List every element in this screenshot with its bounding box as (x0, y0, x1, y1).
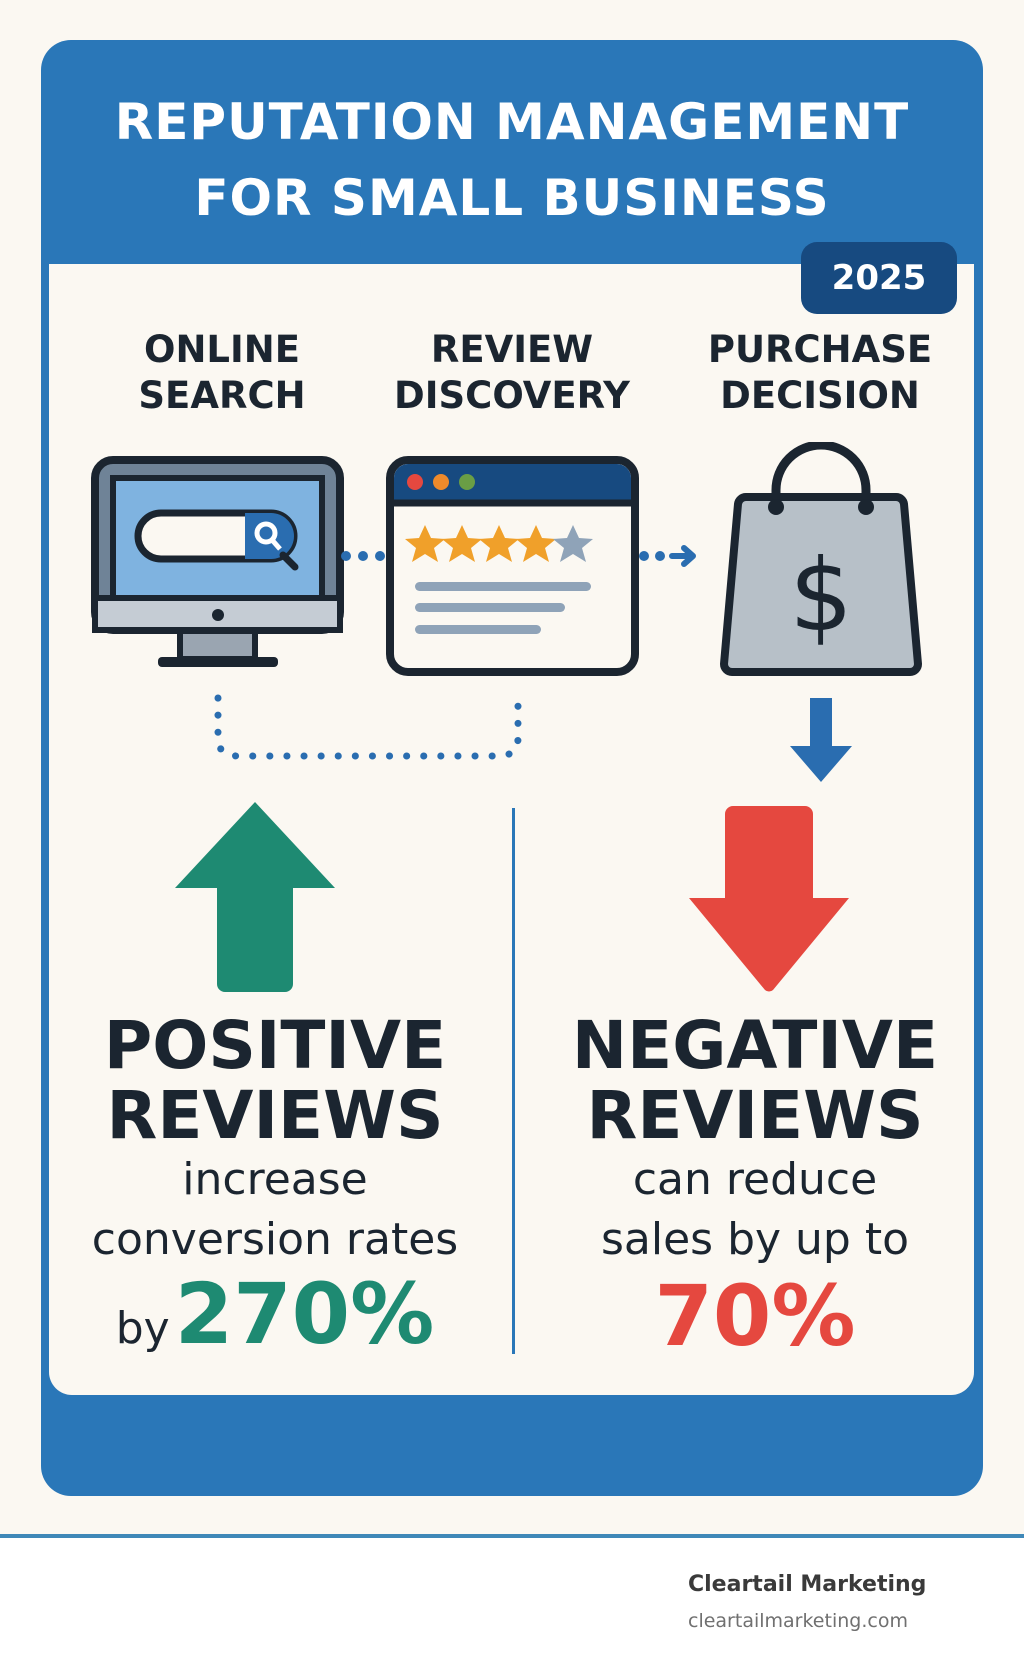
step-line: PURCHASE (707, 328, 933, 371)
title-line-1: REPUTATION MANAGEMENT (114, 93, 910, 151)
dotted-loop-connector (214, 694, 522, 760)
brand-name: Cleartail Marketing (688, 1572, 927, 1597)
description-line: conversion rates (91, 1214, 459, 1265)
step-label-review-discovery: REVIEW DISCOVERY (382, 327, 642, 419)
shopping-bag-dollar-icon: $ (719, 442, 923, 676)
heading-line: POSITIVE (103, 1007, 447, 1084)
step-line: ONLINE (143, 328, 300, 371)
description-line: can reduce (632, 1154, 878, 1205)
description-line: increase (182, 1154, 368, 1205)
description-line: sales by up to (600, 1214, 910, 1265)
dotted-connector (341, 551, 385, 561)
svg-text:$: $ (789, 537, 853, 654)
stat-value-270: 270% (174, 1265, 435, 1363)
step-label-online-search: ONLINE SEARCH (112, 327, 332, 419)
step-line: DECISION (720, 374, 920, 417)
step-line: DISCOVERY (394, 374, 630, 417)
computer-search-icon (91, 456, 344, 667)
negative-description: can reduce sales by up to (530, 1150, 980, 1270)
browser-star-rating-icon (386, 456, 639, 676)
content-panel (46, 264, 977, 1398)
down-arrow-icon (689, 806, 849, 992)
positive-description: increase conversion rates (50, 1150, 500, 1270)
step-line: REVIEW (430, 328, 594, 371)
step-line: SEARCH (138, 374, 306, 417)
dotted-arrow-icon (639, 545, 696, 567)
year-badge: 2025 (801, 242, 957, 314)
stat-prefix: by (115, 1303, 170, 1354)
positive-stat: by 270% (50, 1265, 500, 1363)
footer-divider (0, 1534, 1024, 1538)
title-line-2: FOR SMALL BUSINESS (194, 169, 830, 227)
brand-website: cleartailmarketing.com (688, 1610, 908, 1632)
step-label-purchase-decision: PURCHASE DECISION (690, 327, 950, 419)
small-down-arrow-icon (790, 698, 852, 782)
negative-reviews-heading: NEGATIVE REVIEWS (540, 1011, 970, 1151)
footer (0, 1538, 1024, 1666)
page-title: REPUTATION MANAGEMENT FOR SMALL BUSINESS (41, 84, 983, 236)
positive-reviews-heading: POSITIVE REVIEWS (60, 1011, 490, 1151)
heading-line: REVIEWS (106, 1077, 444, 1154)
heading-line: REVIEWS (586, 1077, 924, 1154)
stat-value-70: 70% (654, 1267, 856, 1365)
heading-line: NEGATIVE (571, 1007, 939, 1084)
column-divider (512, 808, 515, 1354)
up-arrow-icon (175, 802, 335, 992)
